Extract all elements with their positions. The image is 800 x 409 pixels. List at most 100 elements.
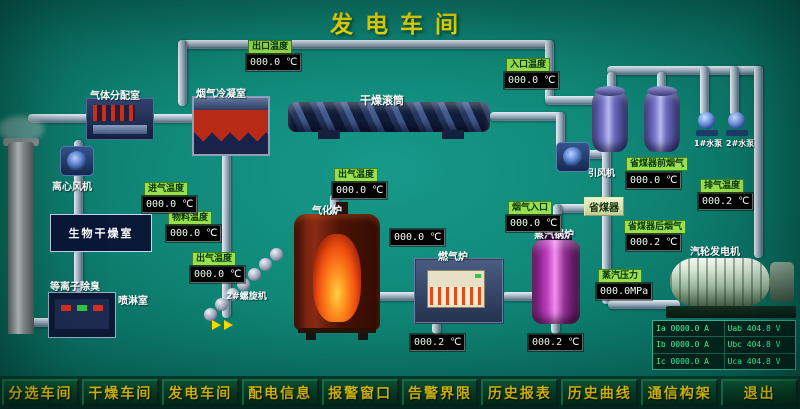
nav-button-0[interactable]: 分选车间 [2, 379, 79, 406]
nav-button-7[interactable]: 历史曲线 [561, 379, 639, 406]
pipe-pump1-drop [700, 66, 709, 116]
label-plasma-deodorize: 等离子除臭 [50, 282, 100, 293]
pipe-gasifier-furnace [377, 292, 419, 301]
nav-button-4[interactable]: 报警窗口 [321, 379, 399, 406]
display-material-temp: 000.0 ℃ [166, 225, 222, 242]
nav-button-6[interactable]: 历史报表 [481, 379, 559, 406]
generator-table-cell: Ic 0000.0 A [653, 353, 725, 369]
turbine-generator-unit [666, 254, 796, 318]
pipe-fan-bio [74, 140, 83, 218]
display-gasifier-side: 000.0 ℃ [390, 229, 446, 246]
screw-ball [226, 288, 239, 301]
gasifier-stack [336, 202, 348, 216]
label-material-temp: 物料温度 [168, 211, 213, 225]
furnace-flames [430, 287, 482, 305]
pipe-tank2-riser [657, 72, 666, 92]
screw-ball [204, 308, 217, 321]
gasifier-flame [313, 234, 361, 322]
drum-support [442, 130, 464, 139]
screw-ball [270, 248, 283, 261]
generator-table-cell: Ubc 404.8 V [727, 340, 781, 350]
label-screw-machine: 2#螺旋机 [226, 292, 267, 302]
label-exhaust-temp: 排气温度 [700, 179, 745, 193]
display-boiler-out: 000.2 ℃ [528, 334, 584, 351]
steam-boiler-vessel [532, 240, 580, 324]
label-eco-front-flue: 省煤器前烟气 [626, 157, 689, 171]
led-red [93, 305, 103, 311]
red-grille [93, 105, 135, 121]
display-eco-front: 000.0 ℃ [626, 172, 682, 189]
generator-ribs [670, 258, 770, 306]
pipe-eco-generator [608, 300, 680, 309]
generator-table-cell: Ia 0000.0 A [653, 321, 725, 337]
display-outlet-temp: 000.0 ℃ [246, 54, 302, 71]
furnace-screen [427, 270, 485, 308]
label-gasifier: 气化炉 [312, 206, 342, 217]
label-gas-furnace: 燃气炉 [438, 252, 468, 263]
nav-button-3[interactable]: 配电信息 [241, 379, 319, 406]
pipe-chimney-spray [26, 318, 54, 327]
label-turbine-generator: 汽轮发电机 [690, 247, 740, 258]
pipe-fan-drop [556, 112, 565, 152]
label-steam-pressure: 蒸汽压力 [598, 269, 643, 283]
plasma-panel [55, 299, 109, 329]
label-spray-room: 喷淋室 [118, 296, 148, 307]
boiler-cap [540, 232, 572, 242]
nav-button-8[interactable]: 通信构架 [641, 379, 719, 406]
label-outgas-temp-left: 出气温度 [192, 252, 237, 266]
pipe-drum-fan [490, 112, 562, 121]
gasifier-vessel [294, 214, 380, 330]
screw-ball [259, 258, 272, 271]
led-red [61, 305, 71, 311]
nav-button-1[interactable]: 干燥车间 [81, 379, 159, 406]
nav-bar: 分选车间干燥车间发电车间配电信息报警窗口告警界限历史报表历史曲线通信构架退出 [0, 376, 800, 409]
flow-arrow-icon [212, 320, 221, 330]
generator-table-cell: Uab 404.8 V [727, 324, 781, 334]
screw-ball [215, 298, 228, 311]
display-outgas-left: 000.0 ℃ [190, 266, 246, 283]
label-intake-temp: 进气温度 [144, 182, 189, 196]
pipe-top-left-drop [178, 40, 187, 106]
label-flue-cooling-room: 烟气冷凝室 [196, 89, 246, 100]
gas-furnace-box [414, 258, 504, 324]
nav-button-2[interactable]: 发电车间 [161, 379, 239, 406]
steel-band [93, 125, 147, 134]
pipe-top-main [178, 40, 550, 49]
label-pump2: 2#水泵 [726, 139, 755, 148]
gasifier-leg [358, 333, 368, 340]
pipe-gasifier-riser [330, 194, 339, 218]
flue-cooling-unit [192, 96, 270, 156]
cooling-chevrons [194, 110, 268, 146]
water-pump-1 [696, 112, 718, 136]
chimney [8, 142, 34, 334]
flow-arrow-icon [224, 320, 233, 330]
generator-base [666, 306, 796, 318]
generator-cylinder [670, 258, 770, 306]
label-eco-back-flue: 省煤器后烟气 [624, 220, 687, 234]
induced-fan-icon [556, 142, 590, 172]
gasifier-base [298, 328, 376, 333]
economizer-plate: 省煤器 [584, 197, 624, 216]
drum-support [318, 130, 340, 139]
label-pump1: 1#水泵 [694, 139, 723, 148]
pipe-cooling-drop [222, 154, 231, 318]
display-exhaust: 000.2 ℃ [698, 193, 754, 210]
drying-drum [288, 102, 490, 132]
nav-button-5[interactable]: 告警界限 [401, 379, 479, 406]
label-induced-fan: 引风机 [588, 169, 616, 179]
display-eco-back: 000.2 ℃ [626, 234, 682, 251]
display-steam-pressure: 000.0MPa [596, 283, 653, 300]
pipe-bio-plasma [74, 250, 83, 294]
nav-button-9[interactable]: 退出 [721, 379, 799, 406]
pipe-tank-top [607, 66, 763, 75]
label-steam-boiler: 蒸汽锅炉 [534, 230, 574, 241]
generator-table-cell: Uca 404.8 V [727, 356, 781, 366]
label-centrifugal-fan: 离心风机 [52, 182, 92, 193]
screw-ball [248, 268, 261, 281]
pipe-tank-feed [545, 96, 607, 105]
pipe-right-main [754, 66, 763, 258]
